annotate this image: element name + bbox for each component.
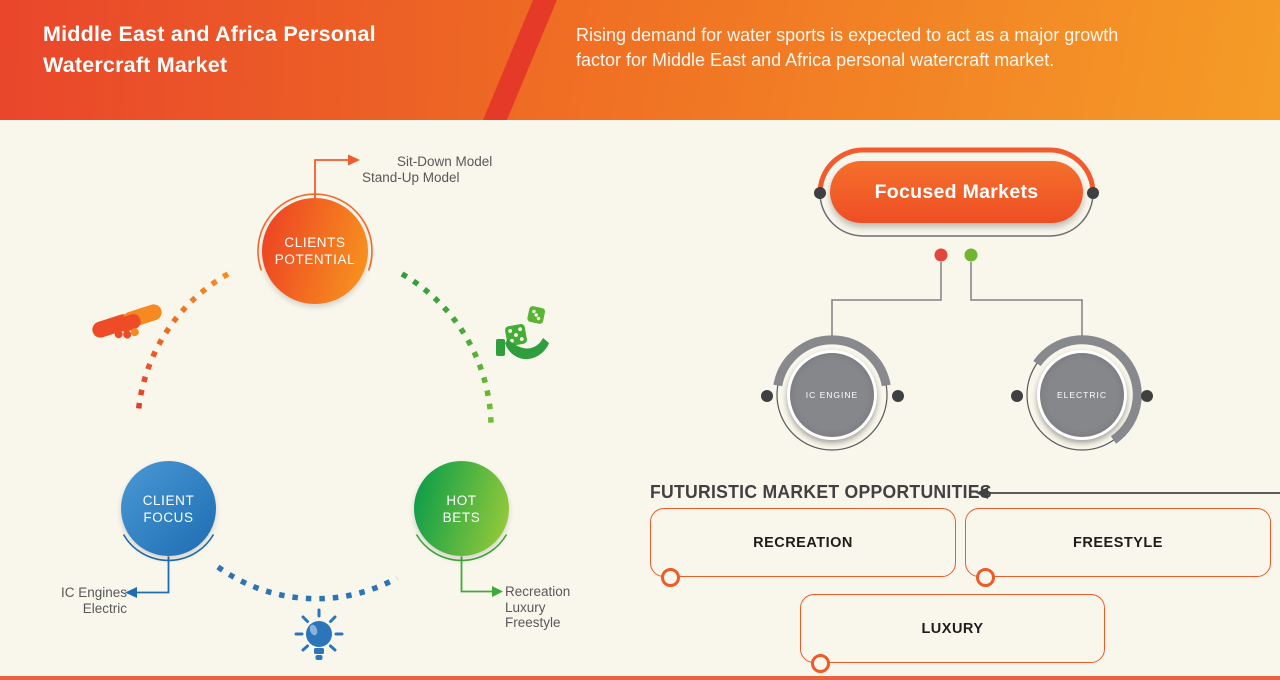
header-right-panel — [507, 0, 1280, 120]
branch-line-left — [831, 262, 942, 337]
opportunities-heading: FUTURISTIC MARKET OPPORTUNITIES — [650, 481, 992, 502]
callout-models: Sit-Down Model Stand-Up Model — [362, 154, 512, 185]
node-clients-potential: CLIENTS POTENTIAL — [262, 198, 368, 304]
branch-line-right — [970, 262, 1083, 337]
callout-line: Electric — [82, 600, 127, 616]
lightbulb-icon — [294, 608, 344, 660]
gray-side-dot — [761, 390, 773, 402]
arrow-models — [348, 154, 360, 166]
callout-engines: IC Engines Electric — [40, 585, 127, 616]
node-label-line: CLIENT — [142, 492, 195, 508]
node-client-focus: CLIENT FOCUS — [121, 461, 216, 556]
connector-engines — [137, 556, 170, 594]
gray-node-label: ELECTRIC — [1056, 390, 1108, 400]
opportunity-box-freestyle: FREESTYLE — [965, 508, 1271, 587]
handshake-icon — [92, 304, 162, 339]
callout-segments: Recreation Luxury Freestyle — [505, 584, 570, 631]
opportunity-box-recreation: RECREATION — [650, 508, 956, 587]
branch-dot-red — [934, 248, 948, 262]
node-hot-bets: HOT BETS — [414, 461, 509, 556]
callout-line: Freestyle — [505, 615, 561, 630]
focused-markets-badge: Focused Markets — [830, 161, 1083, 223]
pill-end-dot-left — [814, 187, 826, 199]
corner-ring-icon — [976, 568, 995, 587]
opportunity-label: LUXURY — [921, 620, 984, 637]
bottom-border — [0, 676, 1280, 680]
callout-line: IC Engines — [60, 585, 127, 600]
gray-node-label: IC ENGINE — [805, 390, 859, 400]
callout-line: Stand-Up Model — [362, 169, 460, 185]
gray-side-dot — [1141, 390, 1153, 402]
node-label-line: HOT — [446, 492, 477, 508]
corner-ring-icon — [811, 654, 830, 673]
gray-side-dot — [892, 390, 904, 402]
dice-hand-icon — [496, 306, 549, 360]
connector-models — [314, 159, 348, 199]
callout-line: Sit-Down Model — [397, 154, 493, 169]
callout-line: Recreation — [505, 584, 571, 599]
gray-side-dot — [1011, 390, 1023, 402]
arrow-segments — [492, 586, 503, 597]
callout-line: Luxury — [505, 599, 546, 615]
connector-segments — [460, 556, 492, 593]
node-label-line: CLIENTS — [284, 235, 346, 250]
header-banner: Middle East and Africa Personal Watercra… — [0, 0, 1280, 120]
node-label-line: FOCUS — [143, 509, 194, 525]
dotted-arc-blue — [216, 564, 399, 602]
branch-dot-green — [964, 248, 978, 262]
header-subtitle: Rising demand for water sports is expect… — [576, 25, 1119, 70]
dotted-arc-green — [400, 271, 494, 431]
pill-end-dot-right — [1087, 187, 1099, 199]
corner-ring-icon — [661, 568, 680, 587]
node-ic-engine: IC ENGINE — [787, 350, 877, 440]
node-label-line: POTENTIAL — [274, 252, 356, 267]
focused-markets-title: Focused Markets — [874, 180, 1039, 203]
opportunity-label: FREESTYLE — [1073, 534, 1163, 551]
opportunity-box-luxury: LUXURY — [800, 594, 1105, 673]
node-electric: ELECTRIC — [1037, 350, 1127, 440]
page-title: Middle East and Africa Personal Watercra… — [43, 22, 376, 77]
opportunity-label: RECREATION — [753, 534, 853, 551]
node-label-line: BETS — [442, 509, 481, 525]
